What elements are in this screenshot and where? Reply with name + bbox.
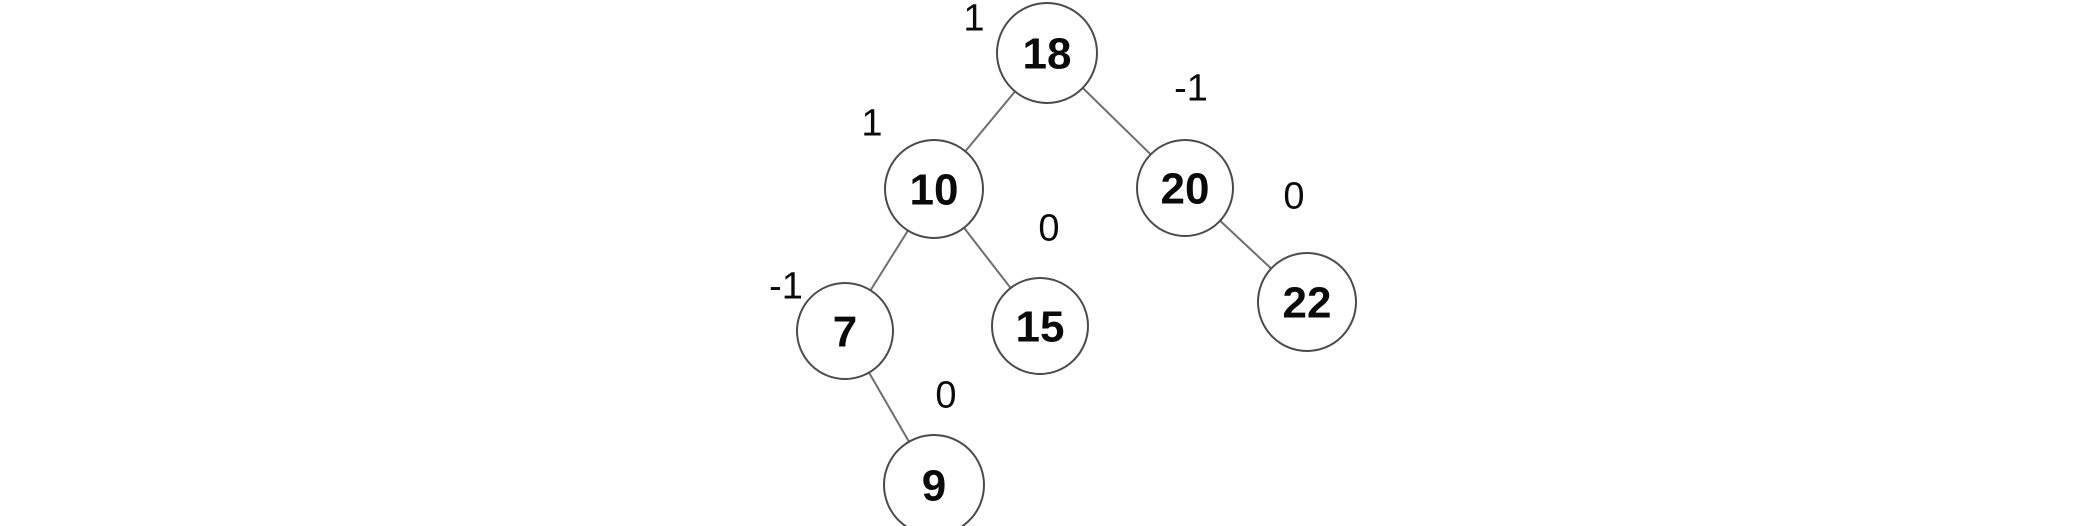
tree-node-circle [1136, 139, 1234, 237]
tree-node-value: 9 [922, 461, 946, 510]
tree-node-circle [884, 139, 984, 239]
tree-edges-layer [844, 52, 1308, 486]
tree-node-20: 20 [1136, 139, 1234, 237]
balance-factor-label: -1 [1174, 67, 1208, 109]
balance-factor-label: 1 [861, 102, 882, 144]
tree-node-10: 10 [884, 139, 984, 239]
balance-factor-label: -1 [769, 265, 803, 307]
tree-node-18: 18 [996, 2, 1098, 104]
tree-node-7: 7 [796, 282, 894, 380]
tree-node-value: 18 [1023, 29, 1072, 78]
tree-node-value: 20 [1161, 164, 1210, 213]
tree-node-circle [796, 282, 894, 380]
tree-node-value: 7 [833, 307, 857, 356]
tree-node-9: 9 [883, 434, 985, 526]
tree-node-15: 15 [991, 277, 1089, 375]
tree-node-value: 22 [1283, 278, 1332, 327]
balance-factor-label: 0 [1283, 175, 1304, 217]
tree-node-22: 22 [1257, 252, 1357, 352]
tree-node-circle [996, 2, 1098, 104]
tree-node-value: 15 [1016, 302, 1065, 351]
tree-node-circle [883, 434, 985, 526]
balance-factor-label: 0 [935, 374, 956, 416]
balance-factor-label: 0 [1038, 207, 1059, 249]
tree-node-circle [1257, 252, 1357, 352]
balance-labels-layer: 1 1 -1 -1 0 0 0 [769, 0, 1304, 416]
balance-factor-label: 1 [963, 0, 984, 39]
tree-node-value: 10 [910, 165, 959, 214]
tree-node-circle [991, 277, 1089, 375]
